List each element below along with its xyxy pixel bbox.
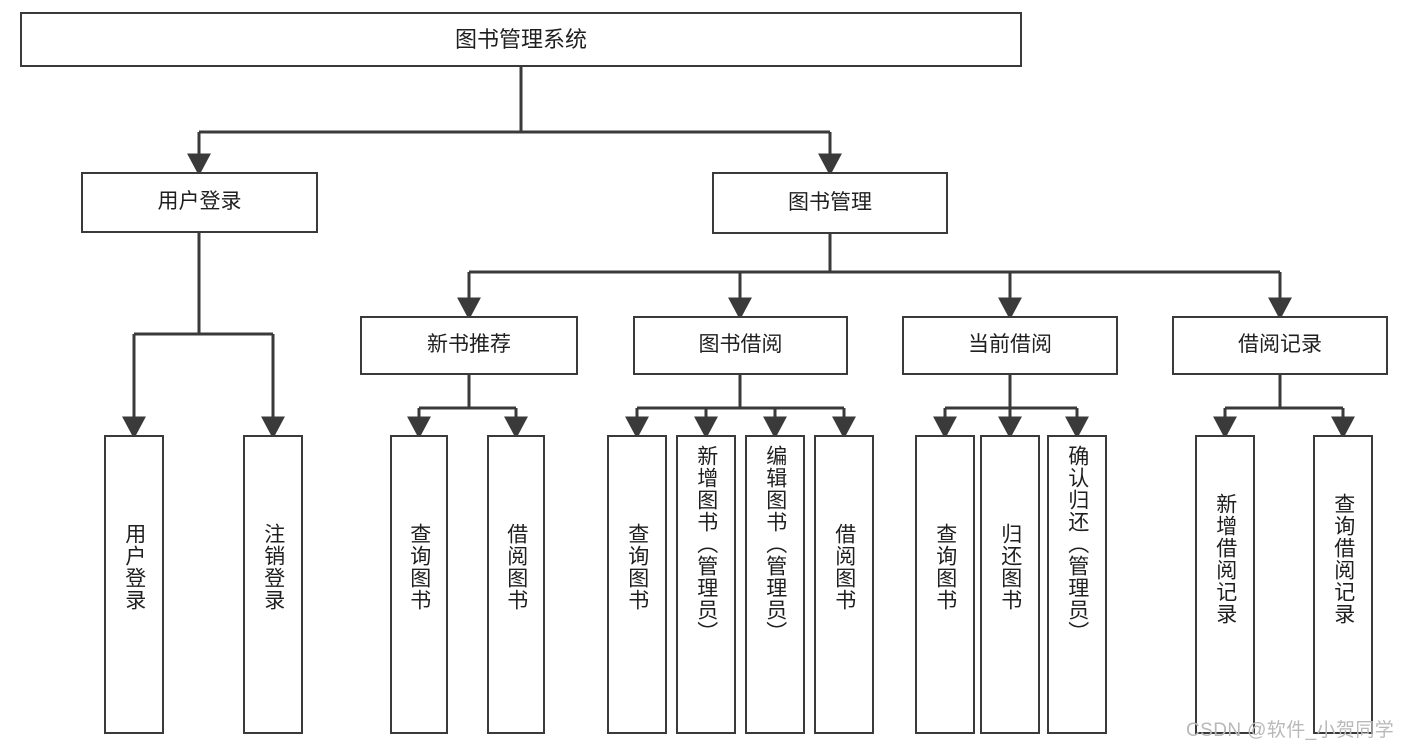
node-label: 借阅记录	[1238, 333, 1322, 357]
leaf-new-book-query[interactable]: 查询图书	[390, 435, 448, 734]
node-label: 用户登录	[157, 190, 242, 214]
node-book-management[interactable]: 图书管理	[712, 172, 948, 234]
node-label: 查询图书	[933, 523, 957, 611]
node-label: 注销登录	[261, 523, 285, 611]
leaf-current-borrow-return[interactable]: 归还图书	[980, 435, 1040, 734]
leaf-user-login-logout[interactable]: 注销登录	[243, 435, 303, 734]
node-label: 用户登录	[122, 523, 146, 611]
watermark-text: CSDN @软件_小贺同学	[1186, 720, 1395, 741]
node-book-borrow[interactable]: 图书借阅	[633, 316, 848, 375]
node-borrow-record[interactable]: 借阅记录	[1172, 316, 1388, 375]
leaf-current-borrow-confirm[interactable]: 确认归还（管理员）	[1047, 435, 1107, 734]
node-label: 当前借阅	[968, 333, 1052, 357]
leaf-borrow-record-query[interactable]: 查询借阅记录	[1313, 435, 1373, 734]
leaf-borrow-record-add[interactable]: 新增借阅记录	[1195, 435, 1255, 734]
node-label: 新增图书（管理员）	[694, 445, 718, 643]
node-label: 归还图书	[998, 523, 1022, 611]
leaf-book-borrow-edit[interactable]: 编辑图书（管理员）	[745, 435, 805, 734]
node-label: 图书借阅	[698, 333, 783, 357]
node-label: 新增借阅记录	[1213, 493, 1237, 625]
node-user-login[interactable]: 用户登录	[81, 172, 318, 233]
leaf-book-borrow-borrow[interactable]: 借阅图书	[814, 435, 874, 734]
node-new-book-recommend[interactable]: 新书推荐	[360, 316, 578, 375]
node-label: 图书管理系统	[454, 26, 587, 52]
node-label: 借阅图书	[832, 523, 856, 611]
node-root-system[interactable]: 图书管理系统	[20, 12, 1022, 67]
node-label: 借阅图书	[504, 523, 528, 611]
leaf-book-borrow-query[interactable]: 查询图书	[607, 435, 667, 734]
leaf-book-borrow-add[interactable]: 新增图书（管理员）	[676, 435, 736, 734]
node-label: 查询图书	[625, 523, 649, 611]
node-label: 查询图书	[407, 523, 431, 611]
node-label: 新书推荐	[427, 333, 511, 357]
node-label: 查询借阅记录	[1331, 493, 1355, 625]
leaf-user-login-login[interactable]: 用户登录	[104, 435, 164, 734]
node-label: 编辑图书（管理员）	[763, 445, 787, 643]
node-label: 图书管理	[788, 190, 872, 214]
leaf-new-book-borrow[interactable]: 借阅图书	[487, 435, 545, 734]
node-label: 确认归还（管理员）	[1065, 445, 1089, 643]
leaf-current-borrow-query[interactable]: 查询图书	[915, 435, 975, 734]
node-current-borrow[interactable]: 当前借阅	[902, 316, 1118, 375]
